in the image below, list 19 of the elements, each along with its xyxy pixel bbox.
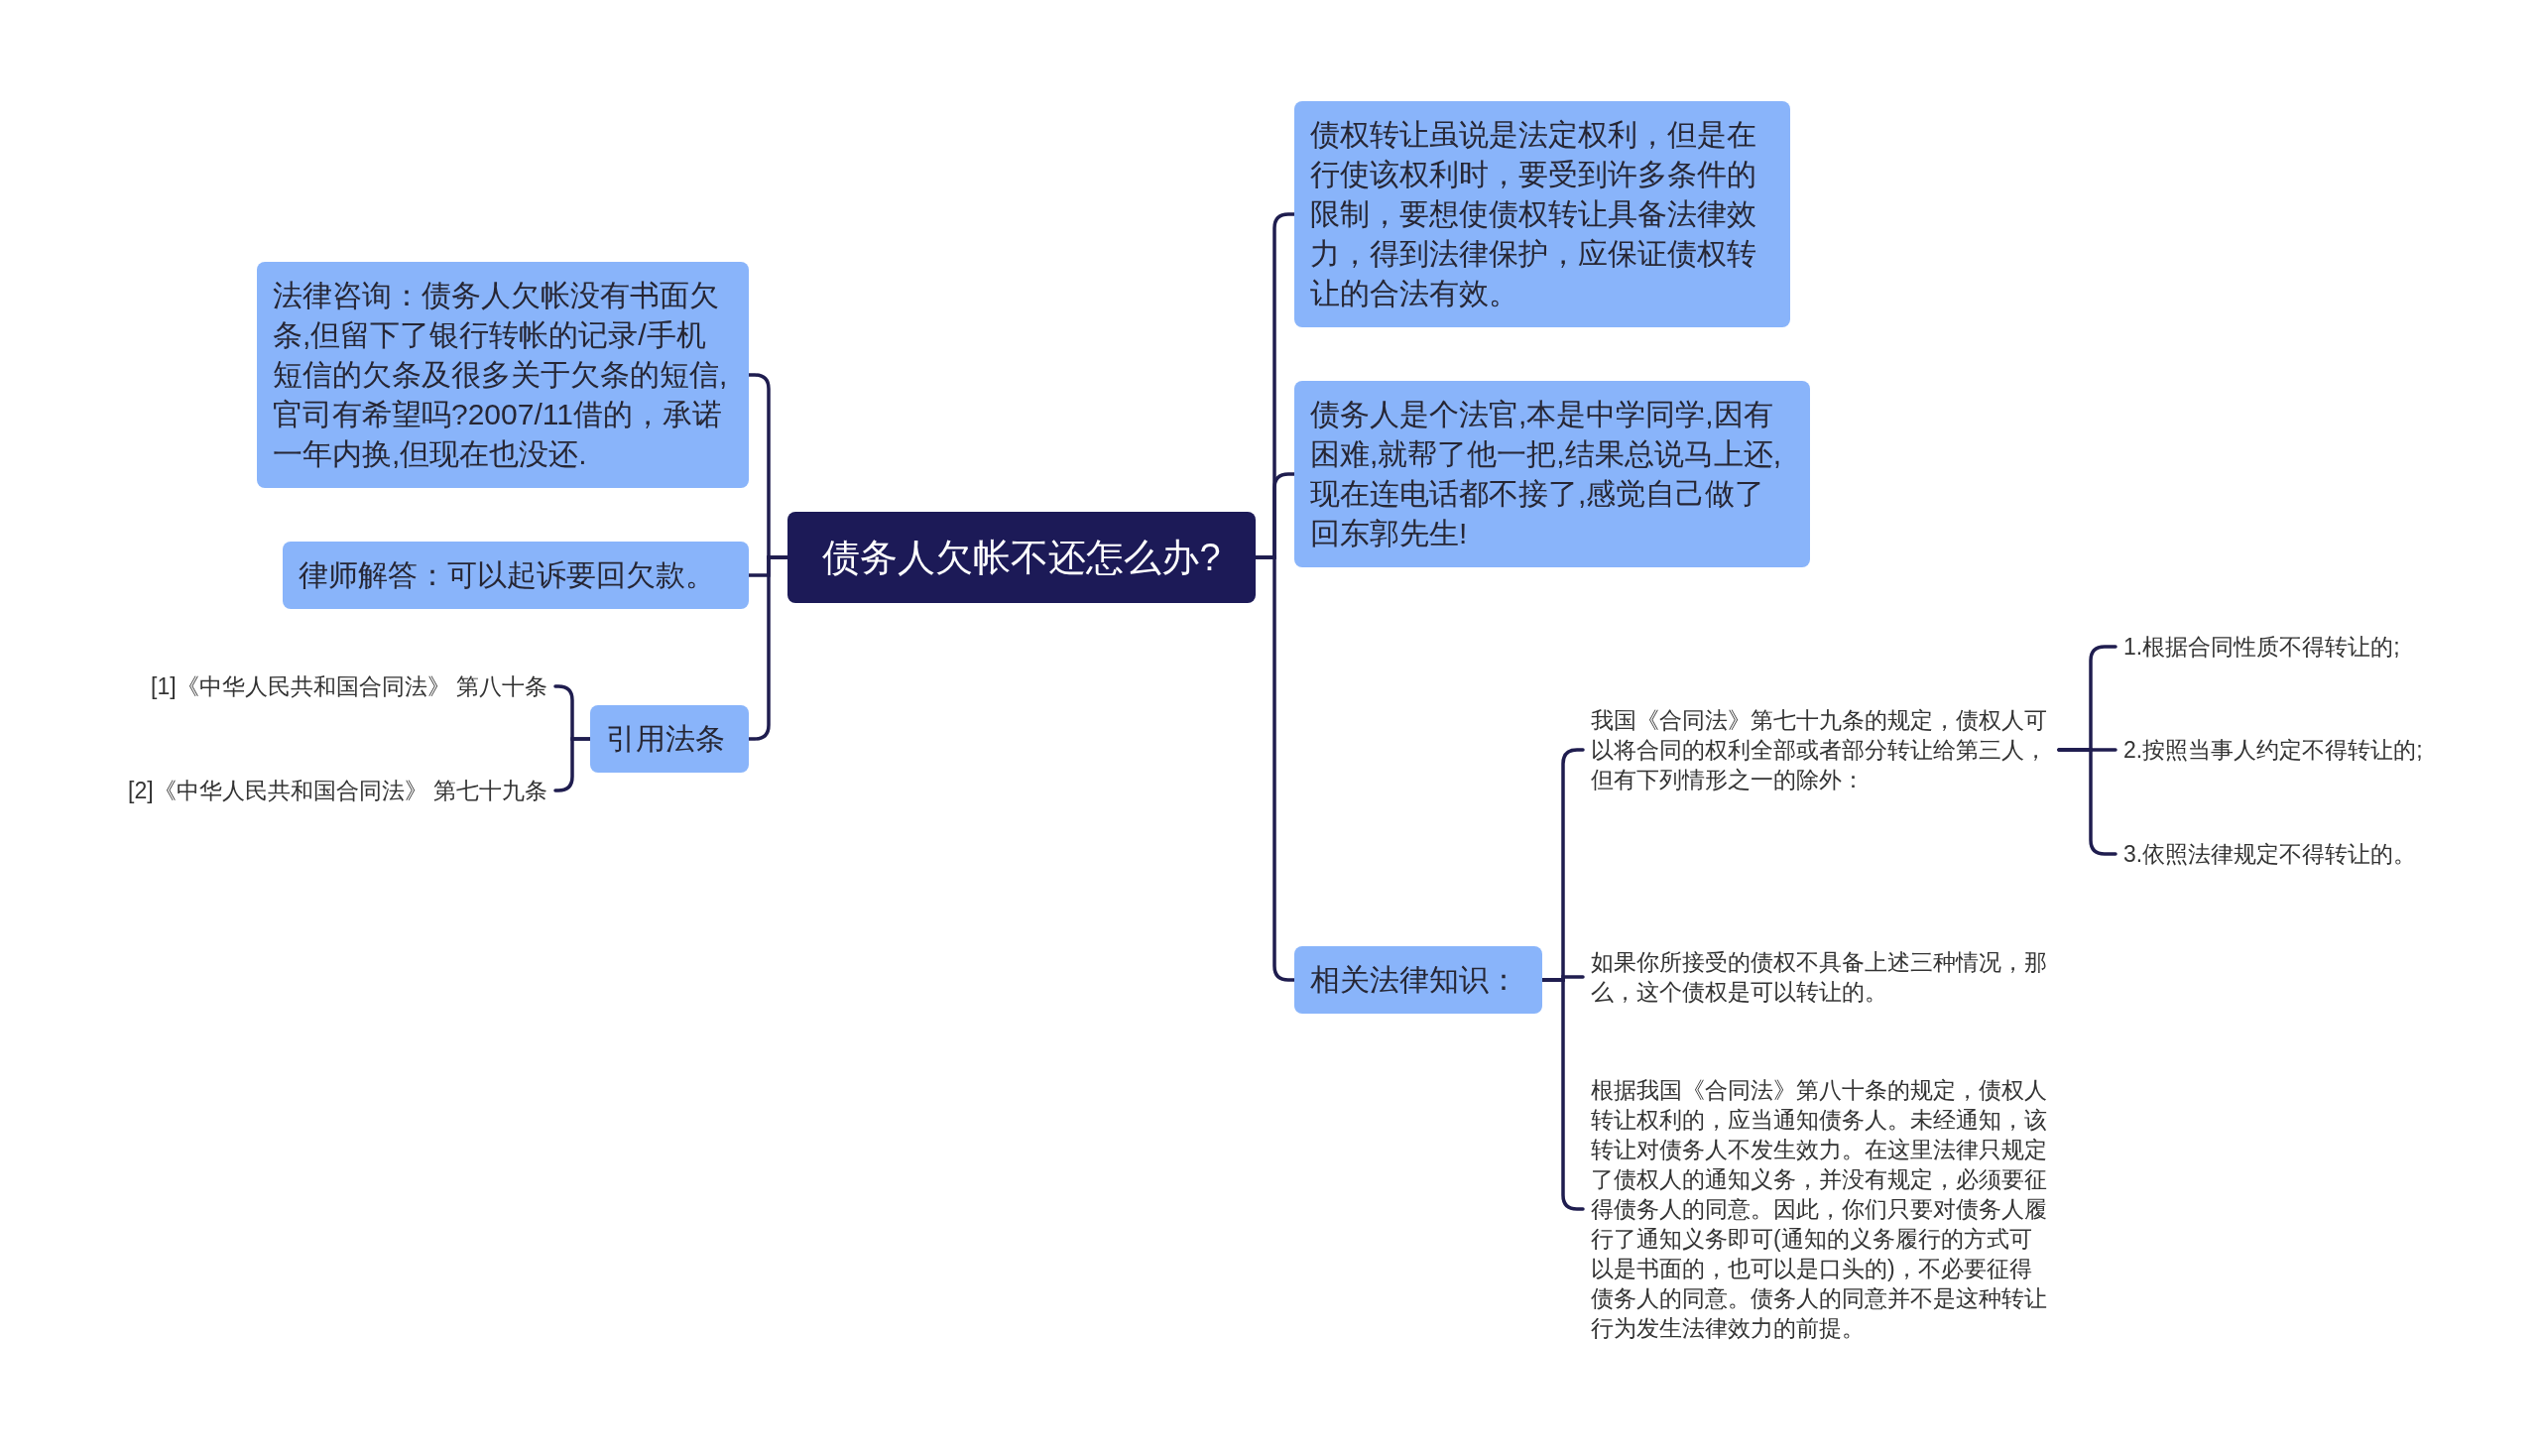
connector-line <box>553 737 592 792</box>
citation-text: [2]《中华人民共和国合同法》 第七十九条 <box>120 776 555 805</box>
topic-box: 债权转让虽说是法定权利，但是在行使该权利时，要受到许多条件的限制，要想使债权转让具备法律效力，得到法律保护，应保证债权转让的合法有效。 <box>1294 101 1790 327</box>
topic-box: 法律咨询：债务人欠帐没有书面欠条,但留下了银行转帐的记录/手机短信的欠条及很多关于欠条的短信,官司有希望吗?2007/11借的，承诺一年内换,但现在也没还. <box>257 262 749 488</box>
topic-box: 律师解答：可以起诉要回欠款。 <box>283 542 749 609</box>
topic-text: 我国《合同法》第七十九条的规定，债权人可以将合同的权利全部或者部分转让给第三人，但有下列情形之一的除外： <box>1583 705 2059 794</box>
topic-box: 相关法律知识： <box>1294 946 1542 1014</box>
citation-text: [1]《中华人民共和国合同法》 第八十条 <box>143 671 555 701</box>
topic-box: 债务人是个法官,本是中学同学,因有困难,就帮了他一把,结果总说马上还,现在连电话都不接了,感觉自己做了回东郭先生! <box>1294 381 1810 567</box>
connector-line <box>747 555 789 741</box>
topic-text: 根据我国《合同法》第八十条的规定，债权人转让权利的，应当通知债务人。未经通知，该转让对债务人不发生效力。在这里法律只规定了债权人的通知义务，并没有规定，必须要征得债务人的同意。因此，你们只要对债务人履行了通知义务即可(通知的义务履行的方式可以是书面的，也可以是口头的)，不必要征得债务人的同意。债务人的同意并不是这种转让行为发生法律效力的前提。 <box>1583 1075 2059 1343</box>
topic-text: 2.按照当事人约定不得转让的; <box>2116 735 2431 765</box>
topic-text: 1.根据合同性质不得转让的; <box>2116 632 2408 662</box>
connector-line <box>1254 555 1296 982</box>
topic-box: 引用法条 <box>590 705 749 773</box>
topic-text: 3.依照法律规定不得转让的。 <box>2116 839 2425 869</box>
topic-text: 如果你所接受的债权不具备上述三种情况，那么，这个债权是可以转让的。 <box>1583 947 2059 1007</box>
central-topic-box: 债务人欠帐不还怎么办? <box>787 512 1256 603</box>
connector-line <box>1540 978 1585 1211</box>
